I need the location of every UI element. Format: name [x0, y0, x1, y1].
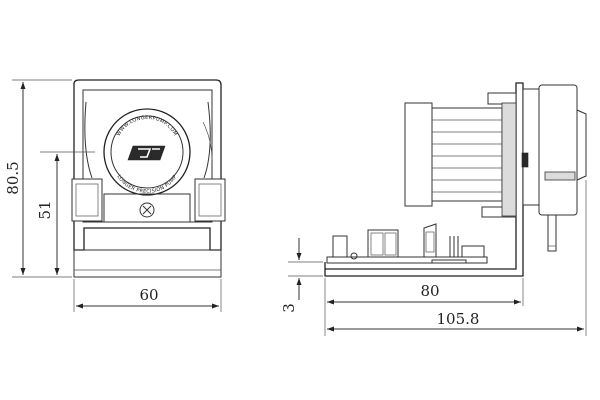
front-housing-outline: [73, 79, 222, 251]
motor-body: [431, 107, 503, 202]
pcb-round-part: [350, 252, 358, 260]
logo-bottom-text: LONGER PRECISION PUMP: [115, 174, 178, 195]
front-base-plate: [73, 249, 222, 278]
pump-latch: [521, 152, 529, 168]
dim-side-offset: 3: [280, 303, 298, 313]
front-view: WWW.LONGERPUMP.COM LONGER PRECISION PUMP: [40, 79, 226, 278]
pump-head-front-plate: [522, 88, 540, 206]
dim-front-width: 60: [139, 286, 158, 304]
right-tube-guide: [203, 101, 211, 179]
right-clamp-inner: [198, 183, 222, 217]
dim-front-height: 80.5: [4, 161, 22, 194]
pump-head-band: [544, 171, 576, 181]
pump-head-cap: [576, 109, 587, 181]
motor-top-flange: [487, 92, 517, 105]
pcb-board: [326, 256, 488, 264]
pcb-component-right: [461, 245, 485, 258]
front-inner-frame: [82, 89, 213, 223]
brand-logo: WWW.LONGERPUMP.COM LONGER PRECISION PUMP: [115, 115, 178, 195]
pump-shaft: [547, 214, 557, 252]
front-lower-mount: [103, 193, 191, 223]
side-view: [324, 82, 587, 277]
motor-mount-plate: [501, 102, 517, 217]
side-dimensions: 3 80 105.8: [280, 180, 587, 336]
dim-side-total-length: 105.8: [437, 310, 480, 328]
pcb-component-left: [332, 235, 348, 258]
logo-mark-icon: [127, 145, 166, 161]
dim-front-inner-height: 51: [36, 200, 54, 219]
front-dimensions: 80.5 51 60: [4, 79, 222, 312]
side-l-bracket: [324, 82, 524, 277]
pcb-strip: [431, 259, 467, 264]
dim-side-inner-length: 80: [420, 282, 439, 300]
left-clamp-block: [71, 178, 103, 222]
pump-head-outer: [103, 108, 191, 196]
pcb-upright-part: [423, 223, 437, 258]
pump-head-inner: [110, 115, 184, 189]
screw-icon: [139, 202, 155, 218]
right-tube-guide-inner: [202, 121, 213, 161]
motor-end-cap: [404, 102, 433, 207]
right-clamp-block: [194, 178, 226, 222]
left-clamp-inner: [75, 183, 99, 217]
logo-top-text: WWW.LONGERPUMP.COM: [116, 115, 179, 137]
pump-head-body: [538, 84, 578, 216]
left-tube-guide: [84, 101, 93, 179]
